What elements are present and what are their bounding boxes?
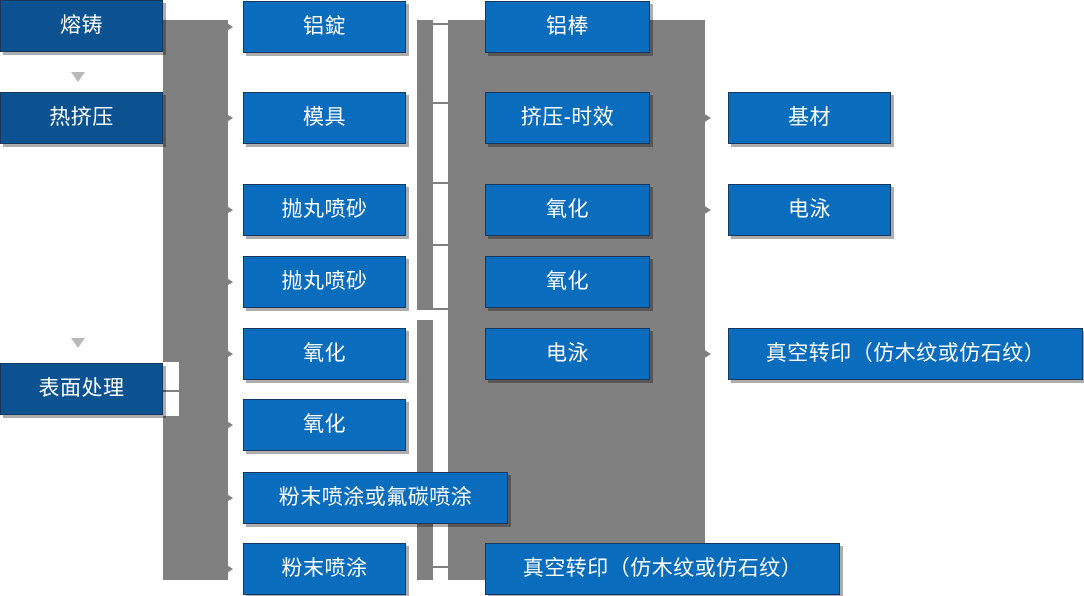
rung-extrude-aging: [433, 102, 455, 104]
arrow-to-vacuum-transfer-out: [700, 347, 711, 361]
arrow-to-shot-blasting-2: [222, 275, 233, 289]
connector-spine-middle: [417, 20, 433, 310]
process-label-powder-or-pvdf: 粉末喷涂或氟碳喷涂: [278, 485, 473, 509]
output-label-vacuum-transfer: 真空转印（仿木纹或仿石纹）: [765, 341, 1046, 365]
output-box-base-material[interactable]: 基材: [728, 92, 891, 144]
output-box-electrophoresis[interactable]: 电泳: [728, 184, 891, 236]
process-label-vacuum-transfer-mid: 真空转印（仿木纹或仿石纹）: [522, 556, 803, 580]
output-box-vacuum-transfer[interactable]: 真空转印（仿木纹或仿石纹）: [728, 328, 1083, 380]
output-label-base-material: 基材: [788, 105, 831, 129]
arrow-to-surface-treat: [71, 338, 85, 348]
rung-electrophoresis: [433, 308, 455, 310]
arrow-melt-to-extrusion: [71, 72, 85, 82]
process-box-aluminum-ingot[interactable]: 铝錠: [243, 1, 406, 53]
stub-surface-treatment: [163, 390, 185, 392]
connector-spine-middle-lower: [417, 320, 433, 580]
arrow-to-oxidation-2: [222, 418, 233, 432]
stage-box-surface-treatment[interactable]: 表面处理: [0, 363, 163, 415]
arrow-to-mold: [222, 111, 233, 125]
process-label-electrophoresis-mid: 电泳: [546, 341, 589, 365]
process-box-oxidation-4[interactable]: 氧化: [485, 256, 650, 308]
process-box-shot-blasting-2[interactable]: 抛丸喷砂: [243, 256, 406, 308]
arrow-to-base-material: [700, 111, 711, 125]
process-label-oxidation-3: 氧化: [546, 197, 589, 221]
process-box-shot-blasting-1[interactable]: 抛丸喷砂: [243, 184, 406, 236]
process-box-powder-or-pvdf[interactable]: 粉末喷涂或氟碳喷涂: [243, 472, 508, 524]
rung-vacuum-transfer: [433, 566, 455, 568]
process-label-mold: 模具: [303, 105, 346, 129]
stage-label-hot-extrusion: 热挤压: [49, 105, 114, 129]
arrow-to-oxidation-1: [222, 347, 233, 361]
process-label-shot-blasting-2: 抛丸喷砂: [281, 269, 368, 293]
process-box-oxidation-3[interactable]: 氧化: [485, 184, 650, 236]
arrow-to-electrophoresis-out: [700, 203, 711, 217]
process-box-oxidation-1[interactable]: 氧化: [243, 328, 406, 380]
process-label-oxidation-2: 氧化: [303, 412, 346, 436]
process-label-aluminum-bar: 铝棒: [546, 14, 589, 38]
process-label-shot-blasting-1: 抛丸喷砂: [281, 197, 368, 221]
connector-left-notch: [163, 362, 179, 416]
stage-label-melt-cast: 熔铸: [60, 13, 103, 37]
arrow-to-powder-or-pvdf: [222, 491, 233, 505]
arrow-to-powder-coating: [222, 562, 233, 576]
process-label-oxidation-4: 氧化: [546, 269, 589, 293]
arrow-to-aluminum-ingot: [222, 20, 233, 34]
process-label-extrude-aging: 挤压-时效: [520, 105, 615, 129]
process-label-powder-coating: 粉末喷涂: [281, 556, 368, 580]
process-box-electrophoresis-mid[interactable]: 电泳: [485, 328, 650, 380]
stage-label-surface-treatment: 表面处理: [38, 376, 125, 400]
process-box-oxidation-2[interactable]: 氧化: [243, 399, 406, 451]
arrow-to-shot-blasting-1: [222, 203, 233, 217]
stage-box-melt-cast[interactable]: 熔铸: [0, 0, 163, 52]
process-label-aluminum-ingot: 铝錠: [303, 14, 346, 38]
rung-oxidation-1: [433, 182, 455, 184]
rung-oxidation-2: [433, 244, 455, 246]
process-box-aluminum-bar[interactable]: 铝棒: [485, 1, 650, 53]
rung-aluminum-bar: [433, 23, 455, 25]
process-box-powder-coating[interactable]: 粉末喷涂: [243, 543, 406, 595]
process-box-extrude-aging[interactable]: 挤压-时效: [485, 92, 650, 144]
output-label-electrophoresis: 电泳: [788, 197, 831, 221]
process-box-mold[interactable]: 模具: [243, 92, 406, 144]
stage-box-hot-extrusion[interactable]: 热挤压: [0, 92, 163, 144]
process-box-vacuum-transfer-mid[interactable]: 真空转印（仿木纹或仿石纹）: [485, 543, 840, 595]
connector-trunk-left: [163, 20, 228, 580]
process-label-oxidation-1: 氧化: [303, 341, 346, 365]
